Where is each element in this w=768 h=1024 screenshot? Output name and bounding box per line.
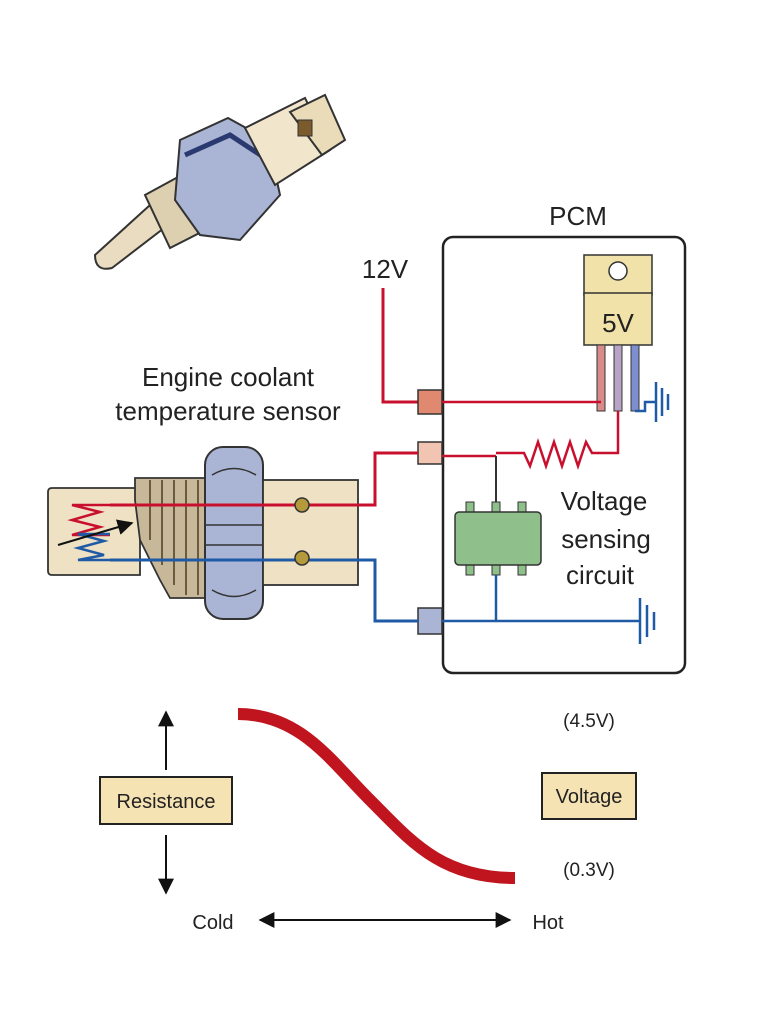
circuit-label-line3: circuit xyxy=(566,560,635,590)
pcm-pin-ground xyxy=(417,607,443,635)
voltage-regulator: 5V xyxy=(583,254,653,412)
regulator-label: 5V xyxy=(602,308,634,338)
cold-label: Cold xyxy=(192,912,233,934)
thermistor-red-coil xyxy=(67,503,110,537)
thermistor-blue-coil xyxy=(73,532,110,562)
supply-voltage-label: 12V xyxy=(362,254,409,284)
high-voltage-label: (4.5V) xyxy=(563,711,615,732)
low-voltage-label: (0.3V) xyxy=(563,860,615,881)
circuit-label-line1: Voltage xyxy=(561,486,648,516)
pcm-pin-power xyxy=(417,389,443,415)
sensor-label-line2: temperature sensor xyxy=(115,396,341,426)
pullup-resistor xyxy=(496,438,603,470)
voltage-label-box xyxy=(541,772,637,820)
sensor-illustration xyxy=(93,93,347,270)
thermistor-variable-arrow xyxy=(57,519,134,546)
sensor-terminal-ground xyxy=(294,550,310,566)
resistance-label: Resistance xyxy=(117,791,216,813)
voltage-label: Voltage xyxy=(556,786,623,808)
hot-label: Hot xyxy=(532,912,564,934)
sensor-label-line1: Engine coolant xyxy=(142,362,315,392)
sensor-terminal-signal xyxy=(294,497,310,513)
sensor-ground-wire xyxy=(110,558,418,623)
supply-wire xyxy=(381,288,418,404)
regulator-output-line xyxy=(603,411,620,455)
voltage-sensing-chip xyxy=(454,501,542,576)
sensor-signal-wire xyxy=(110,451,418,507)
resistance-curve xyxy=(237,708,516,884)
pcm-pin-signal xyxy=(417,441,443,465)
regulator-ground-line xyxy=(635,400,656,413)
ground-symbol-regulator xyxy=(654,382,670,422)
ect-sensor-cutaway xyxy=(47,446,359,620)
ground-symbol-pcm xyxy=(638,598,656,644)
circuit-label-line2: sensing xyxy=(561,524,651,554)
pcm-label: PCM xyxy=(549,201,607,231)
resistance-label-box xyxy=(99,776,233,825)
